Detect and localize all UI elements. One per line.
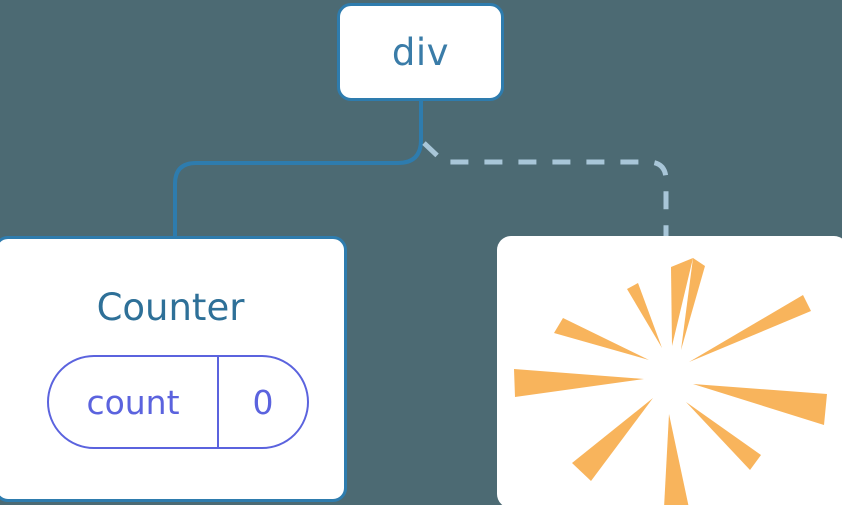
state-key-label: count xyxy=(86,382,180,422)
node-div[interactable]: div xyxy=(337,3,504,101)
state-pill-count[interactable]: count 0 xyxy=(47,355,309,449)
edge-div-burst xyxy=(422,141,669,238)
state-value-label: 0 xyxy=(217,357,307,447)
node-counter[interactable]: Counter count 0 xyxy=(0,236,347,502)
node-burst[interactable] xyxy=(497,236,842,505)
node-counter-label: Counter xyxy=(96,286,245,329)
edge-div-counter xyxy=(173,99,423,240)
node-div-label: div xyxy=(391,30,450,74)
sparkle-burst-icon xyxy=(514,258,827,505)
